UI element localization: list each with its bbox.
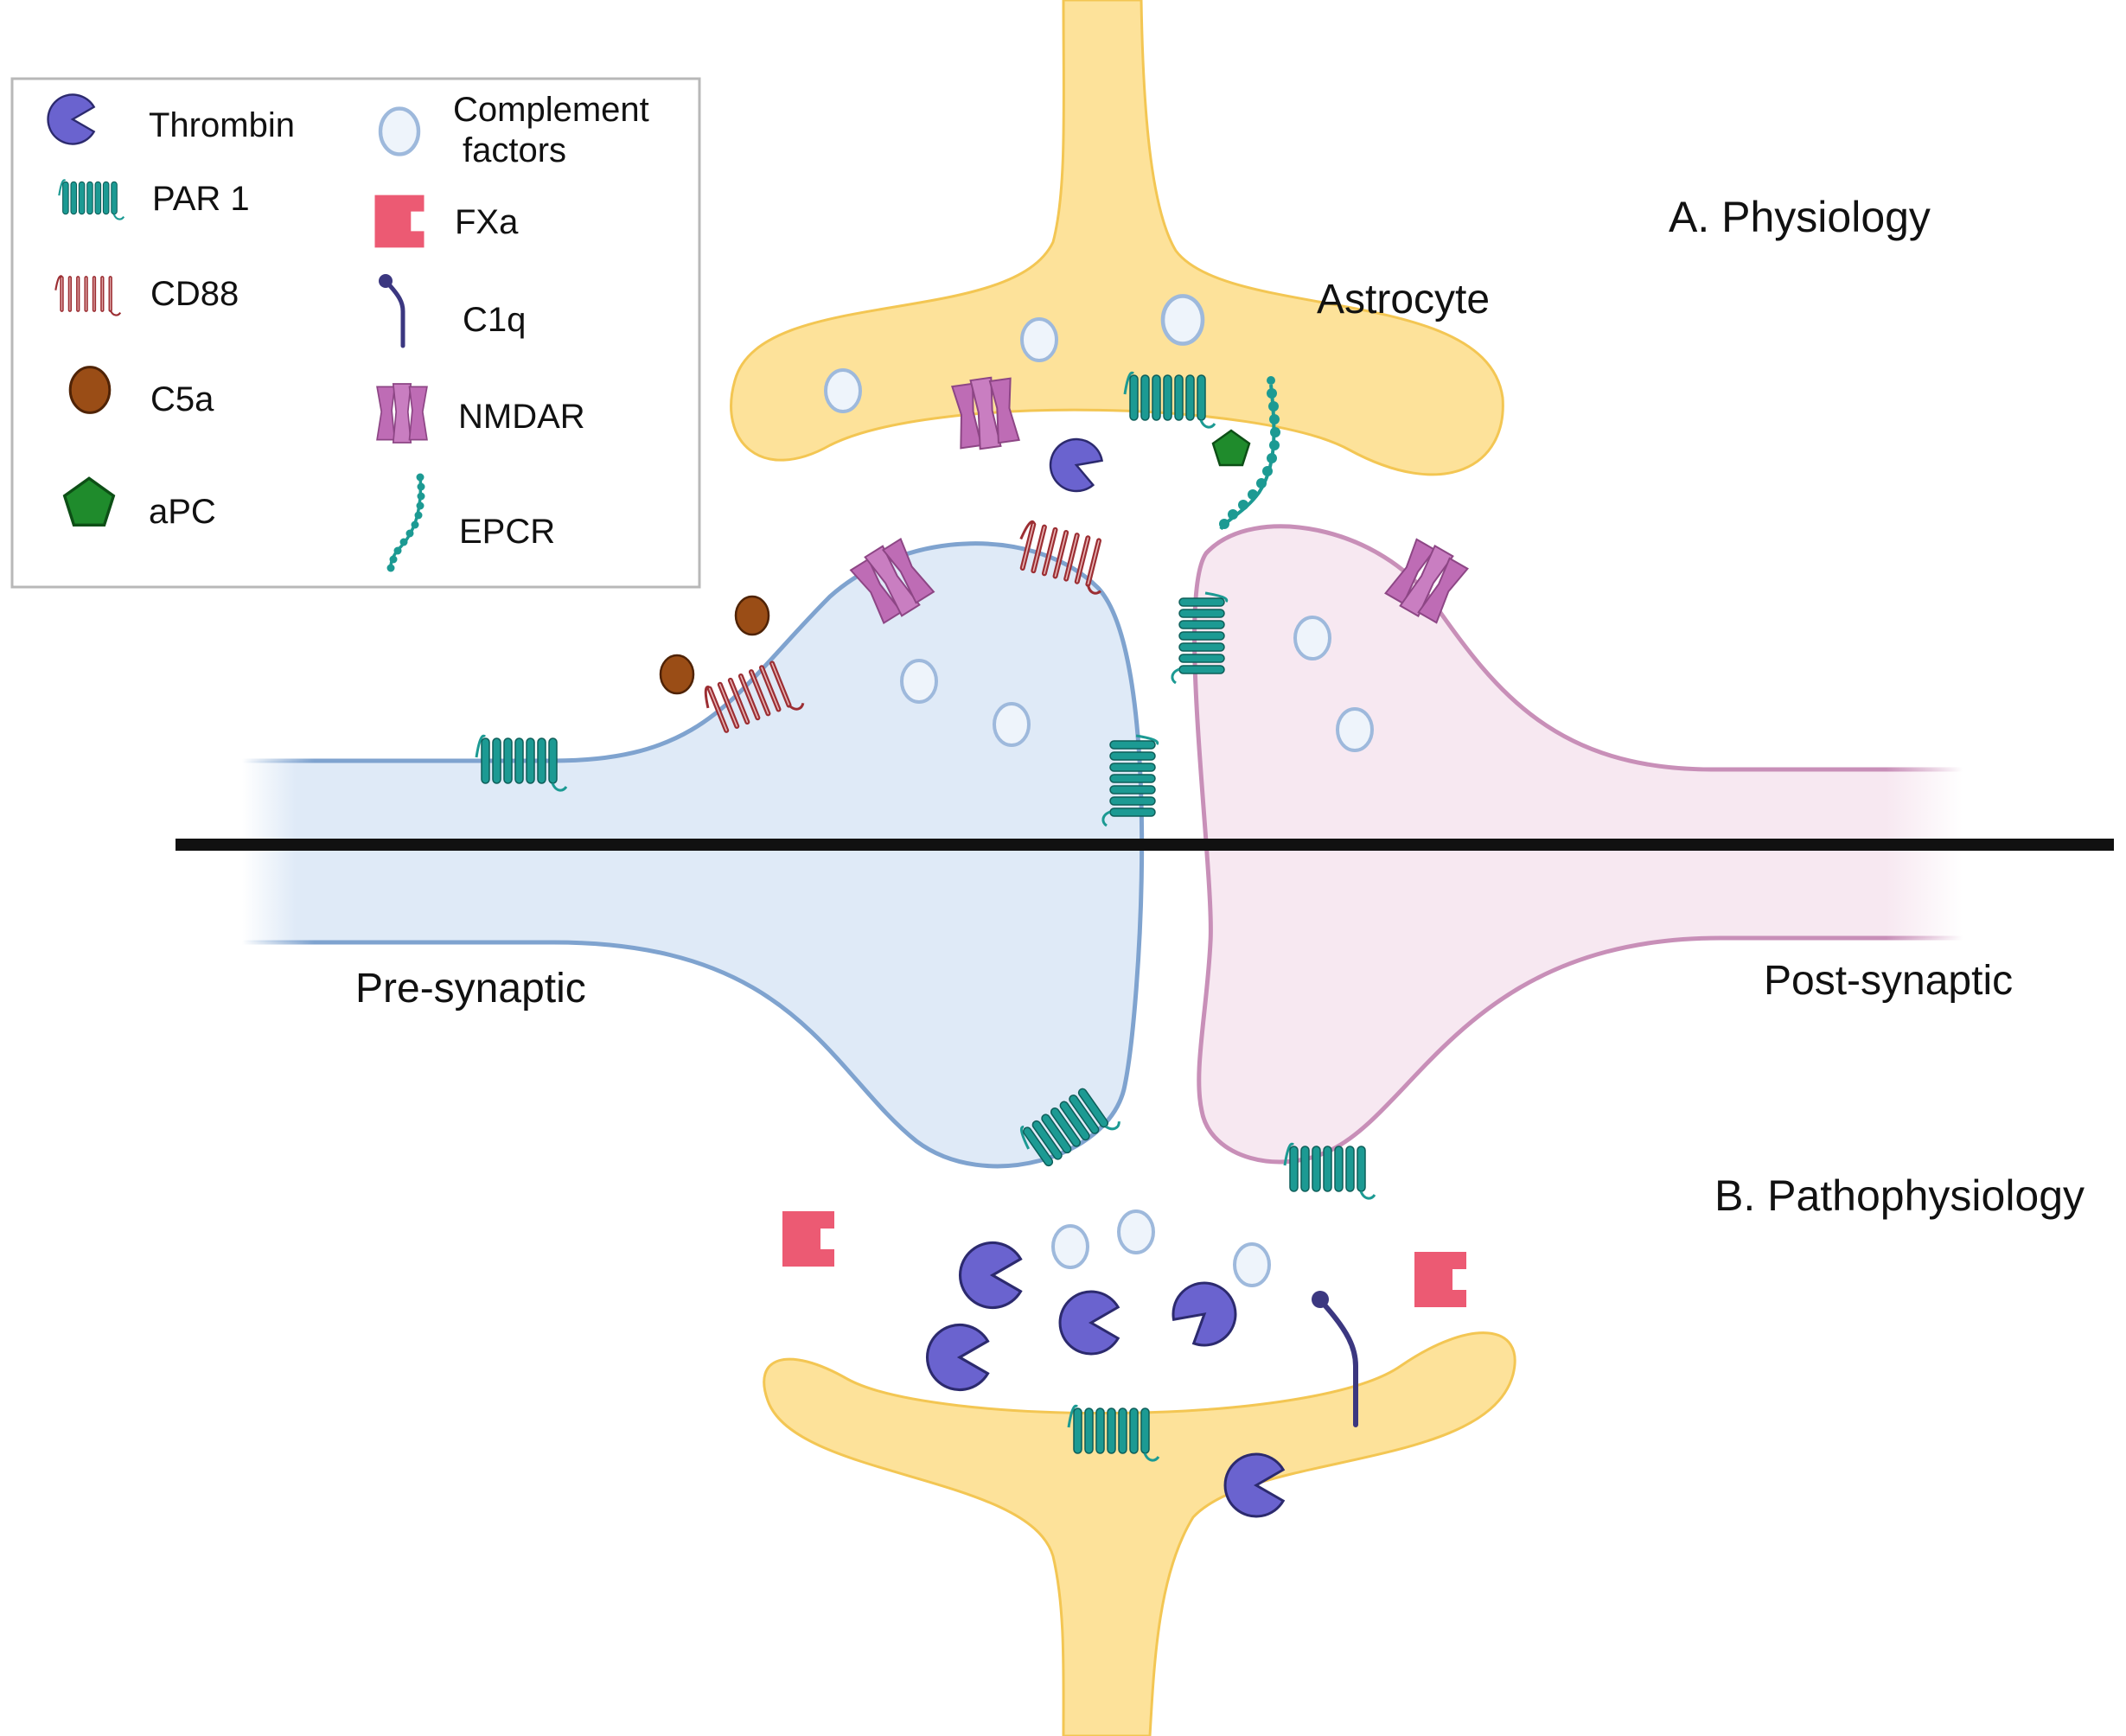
legend-item-epcr: EPCR [386,473,555,572]
fxa-molecule [782,1211,834,1267]
c5a-icon [68,366,112,414]
svg-text:NMDAR: NMDAR [458,398,585,436]
nmdar-icon [376,383,428,444]
fxa-molecule [1414,1252,1466,1307]
legend-item-fxa: FXa [374,195,519,248]
thrombin-molecule [1042,431,1108,499]
thrombin-molecule [925,1323,990,1392]
legend-item-nmdar: NMDAR [376,383,585,444]
epcr-receptor [1219,376,1280,531]
lower-astrocyte [763,1331,1516,1736]
c5a-molecule [734,595,770,636]
complement-factor [1293,616,1331,661]
legend-item-c1q: C1q [379,274,526,348]
complement-factor-icon [380,109,418,155]
svg-text:C5a: C5a [150,380,214,418]
c5a-molecule [659,654,695,695]
legend-item-par1: PAR 1 [58,179,250,220]
physiology-heading: A. Physiology [1669,193,1931,241]
thrombin-molecule [1058,1290,1120,1356]
svg-text:FXa: FXa [455,203,519,241]
epcr-icon [386,473,425,572]
complement-factor [1163,296,1203,343]
par1-receptor [1123,371,1216,429]
apc-molecule [1211,429,1251,467]
complement-factor [1233,1242,1271,1287]
post-synaptic-label: Post-synaptic [1764,958,2013,1004]
c1q-molecule [1312,1291,1358,1427]
svg-text:factors: factors [463,131,566,169]
complement-factor [1020,317,1058,362]
c1q-icon [379,274,405,348]
thrombin-molecule [958,1241,1023,1310]
legend-item-cd88: CD88 [55,275,239,316]
svg-text:C1q: C1q [463,301,526,339]
legend-item-c5a: C5a [68,366,214,418]
thrombin-molecule [1223,1452,1285,1518]
svg-text:CD88: CD88 [150,275,239,313]
pre-synaptic-label: Pre-synaptic [355,966,586,1012]
svg-text:Complement: Complement [453,91,649,129]
astrocyte-label: Astrocyte [1317,277,1490,322]
complement-factor [1336,707,1374,752]
pre-synaptic-neuron [242,541,1145,1169]
legend: Thrombin PAR 1 CD88 C5a aPC [10,77,701,589]
thrombin-molecule [1162,1268,1250,1357]
complement-factor [1051,1224,1089,1269]
legend-item-apc: aPC [62,476,216,531]
par1-receptor [1283,1142,1376,1200]
svg-text:aPC: aPC [149,493,216,531]
legend-item-thrombin: Thrombin [47,93,295,145]
complement-factor [993,702,1031,747]
svg-text:PAR 1: PAR 1 [152,180,250,218]
par1-receptor [1171,591,1229,685]
pathophysiology-heading: B. Pathophysiology [1714,1171,2085,1220]
nmdar-receptor [950,373,1021,453]
svg-text:Thrombin: Thrombin [149,106,295,144]
legend-item-complement: Complement factors [380,91,649,169]
complement-factor [1117,1209,1155,1254]
complement-factor [900,659,938,704]
complement-factor [824,368,862,413]
svg-text:EPCR: EPCR [459,513,555,551]
